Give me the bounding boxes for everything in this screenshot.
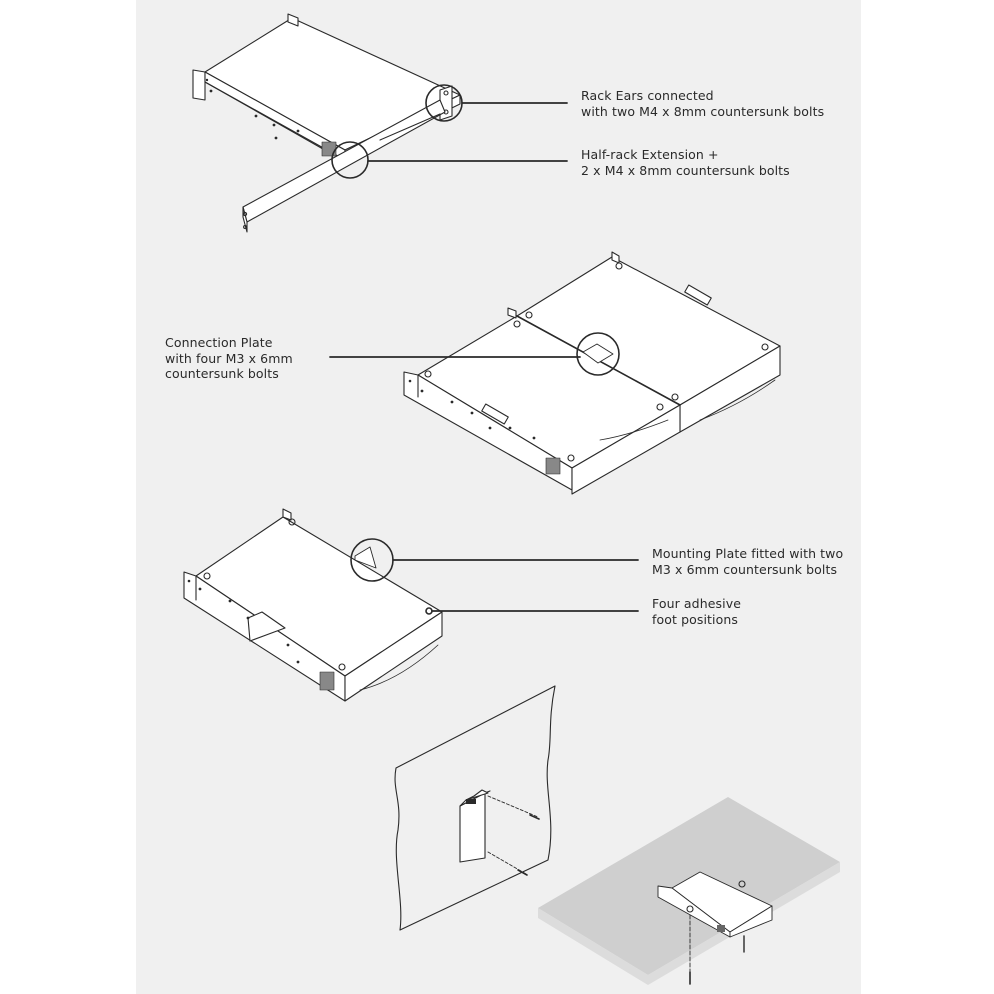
callout-line: with two M4 x 8mm countersunk bolts [581,103,825,119]
figure-under-desk-mount [538,797,840,985]
callout-line: with four M3 x 6mm [165,350,293,366]
callout-line: Connection Plate [165,335,273,350]
figure-connection-plate [329,251,781,495]
callout-line: 2 x M4 x 8mm countersunk bolts [581,162,790,178]
callout-line: Half-rack Extension + [581,147,719,162]
callout-rack-ears: Rack Ears connected with two M4 x 8mm co… [581,88,824,119]
callout-line: countersunk bolts [165,366,279,381]
figure-mounting-plate [183,508,639,702]
figure-wall-mount [394,685,556,931]
figure-rack-ears [192,13,568,233]
callout-line: foot positions [652,611,738,627]
callout-line: M3 x 6mm countersunk bolts [652,561,838,577]
callout-adhesive-feet: Four adhesive foot positions [652,596,741,627]
callout-line: Mounting Plate fitted with two [652,546,844,561]
callout-connection-plate: Connection Plate with four M3 x 6mm coun… [165,335,293,382]
callout-half-rack-extension: Half-rack Extension + 2 x M4 x 8mm count… [581,147,790,178]
callout-mounting-plate: Mounting Plate fitted with two M3 x 6mm … [652,546,843,577]
callout-line: Rack Ears connected [581,88,714,103]
callout-line: Four adhesive [652,596,742,611]
